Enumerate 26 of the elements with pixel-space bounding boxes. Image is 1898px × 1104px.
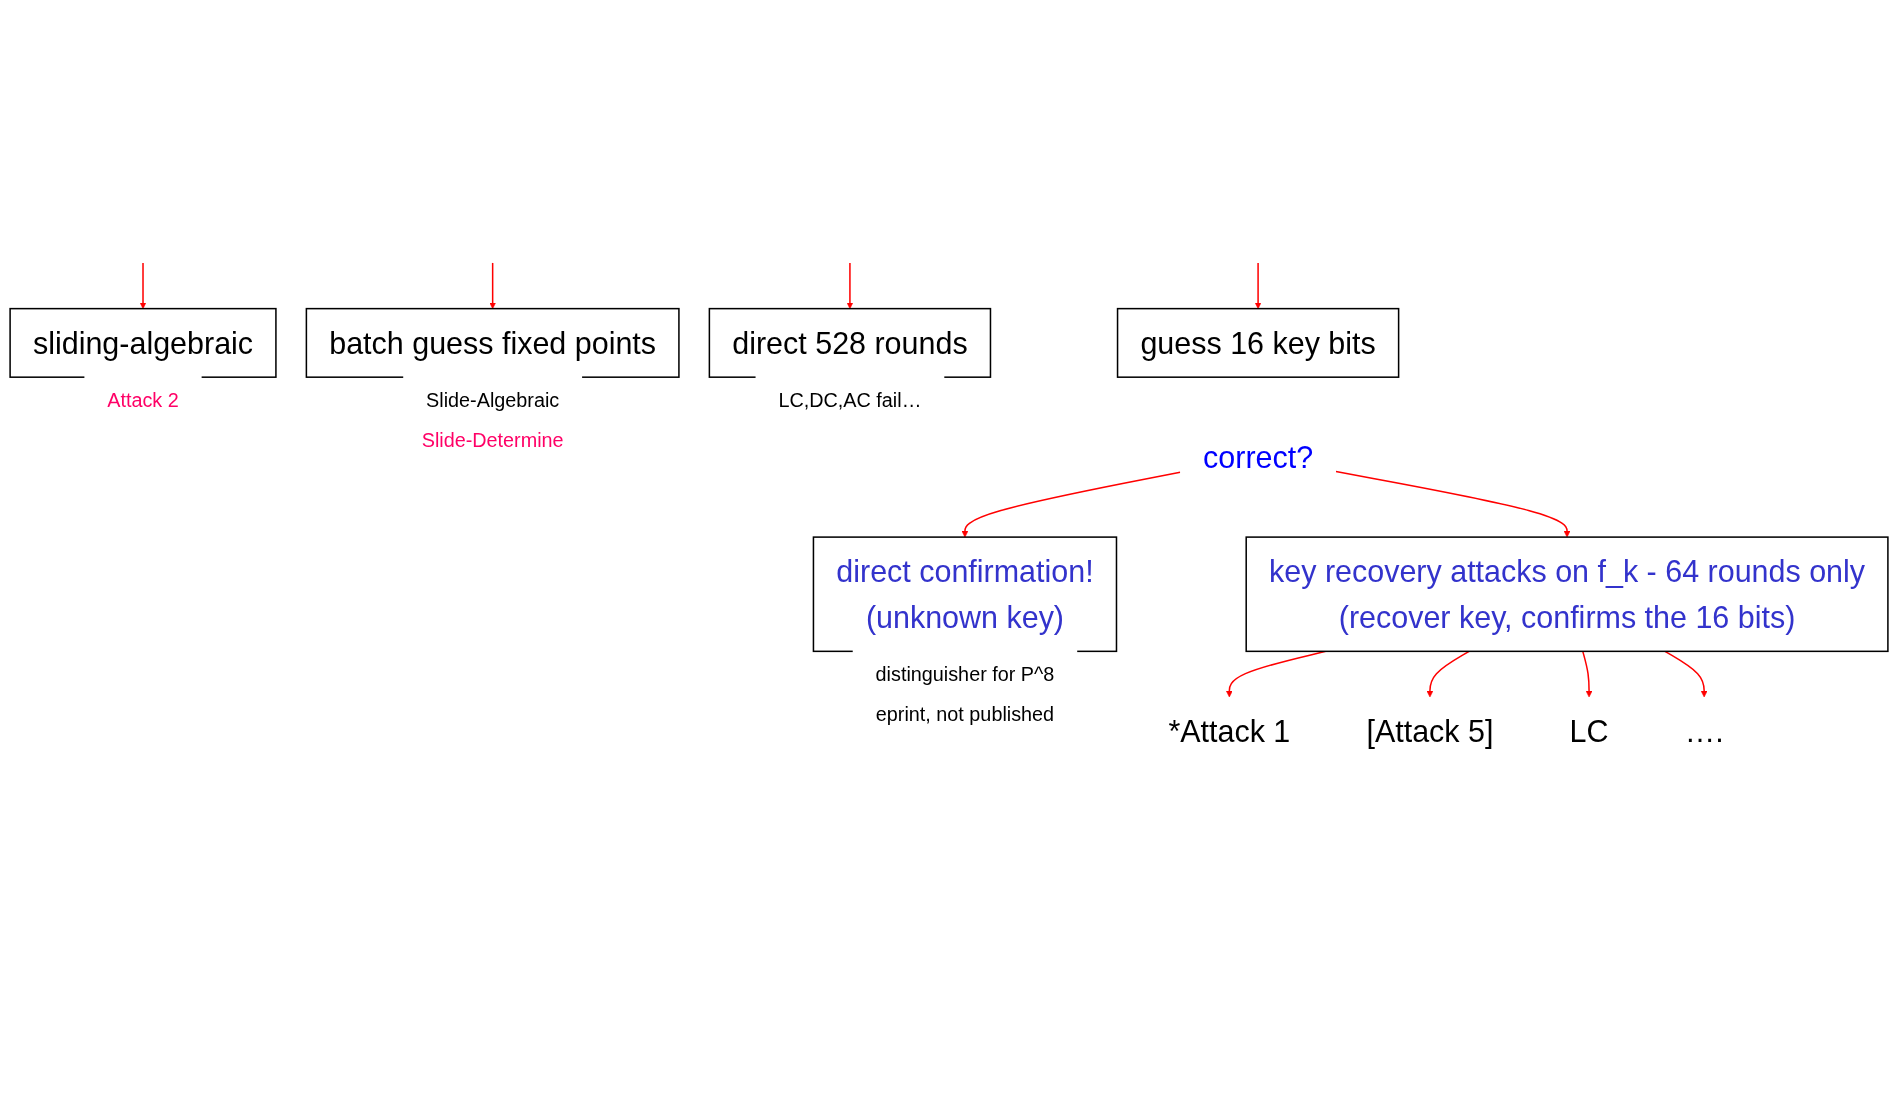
node-text: correct? <box>1203 440 1314 474</box>
node-label: Slide-Algebraic <box>426 388 560 412</box>
node-box: direct confirmation! (unknown key) <box>812 536 1118 653</box>
arrow <box>1335 470 1571 538</box>
arrow <box>1426 650 1470 698</box>
node-box: guess 16 key bits <box>1116 307 1400 378</box>
node-box: sliding-algebraic <box>9 307 277 378</box>
node-box: batch guess fixed points <box>305 307 680 378</box>
node-label: distinguisher for P^8 <box>875 662 1055 686</box>
node-box: key recovery attacks on f_k - 64 rounds only (recover key, confirms the 16 bits) <box>1245 536 1889 653</box>
arrow <box>139 262 147 309</box>
node-text: …. <box>1684 714 1724 749</box>
arrow <box>1254 262 1262 309</box>
arrow <box>489 262 496 309</box>
node-label: eprint, not published <box>875 703 1055 727</box>
arrow <box>961 471 1181 538</box>
node-text: [Attack 5] <box>1366 714 1494 749</box>
arrow <box>846 262 854 309</box>
node-label: Slide-Determine <box>421 429 564 452</box>
node-label: LC,DC,AC fail… <box>778 388 922 412</box>
arrow <box>1664 650 1708 698</box>
node-text: LC <box>1569 714 1609 749</box>
arrow <box>1582 650 1593 698</box>
node-label: Attack 2 <box>107 388 179 412</box>
node-text: *Attack 1 <box>1168 714 1291 749</box>
node-box: direct 528 rounds <box>708 307 992 378</box>
